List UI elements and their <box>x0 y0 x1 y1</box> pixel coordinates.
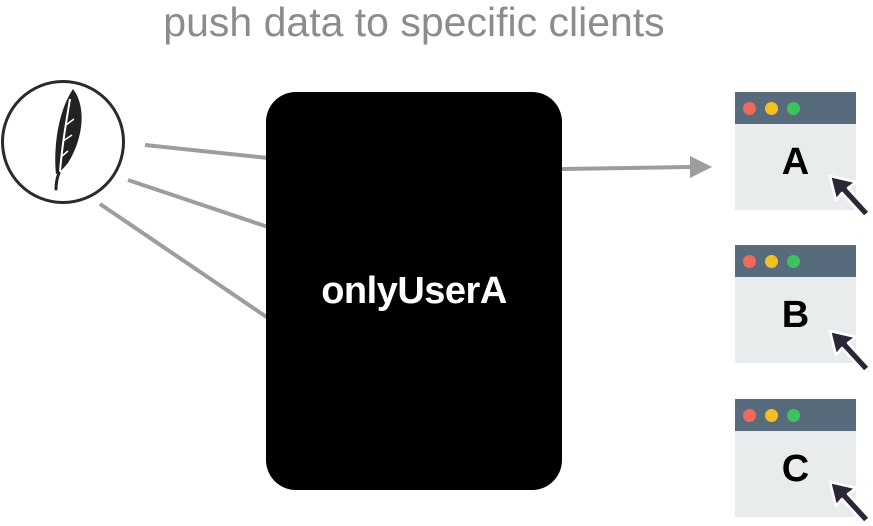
source-node <box>1 80 125 204</box>
connector-source-1 <box>144 143 269 160</box>
client-label: C <box>781 448 810 490</box>
minimize-dot-icon <box>765 409 778 422</box>
feather-icon <box>54 89 82 191</box>
close-dot-icon <box>743 255 756 268</box>
maximize-dot-icon <box>787 255 800 268</box>
close-dot-icon <box>743 409 756 422</box>
connector-to-client-a <box>561 165 691 171</box>
minimize-dot-icon <box>765 255 778 268</box>
client-label: B <box>781 294 810 336</box>
connector-source-3 <box>98 202 270 320</box>
window-titlebar <box>735 92 856 124</box>
channel-box: onlyUserA <box>266 92 562 490</box>
arrowhead-icon <box>690 156 712 178</box>
maximize-dot-icon <box>787 102 800 115</box>
cursor-icon <box>828 329 872 374</box>
maximize-dot-icon <box>787 409 800 422</box>
close-dot-icon <box>743 102 756 115</box>
cursor-icon <box>828 174 872 219</box>
client-window-a: A <box>735 92 856 210</box>
channel-label: onlyUserA <box>321 269 507 312</box>
window-titlebar <box>735 245 856 277</box>
minimize-dot-icon <box>765 102 778 115</box>
connector-source-2 <box>127 178 269 229</box>
diagram-title: push data to specific clients <box>163 0 665 45</box>
window-titlebar <box>735 399 856 431</box>
client-label: A <box>781 141 810 183</box>
cursor-icon <box>828 480 872 525</box>
